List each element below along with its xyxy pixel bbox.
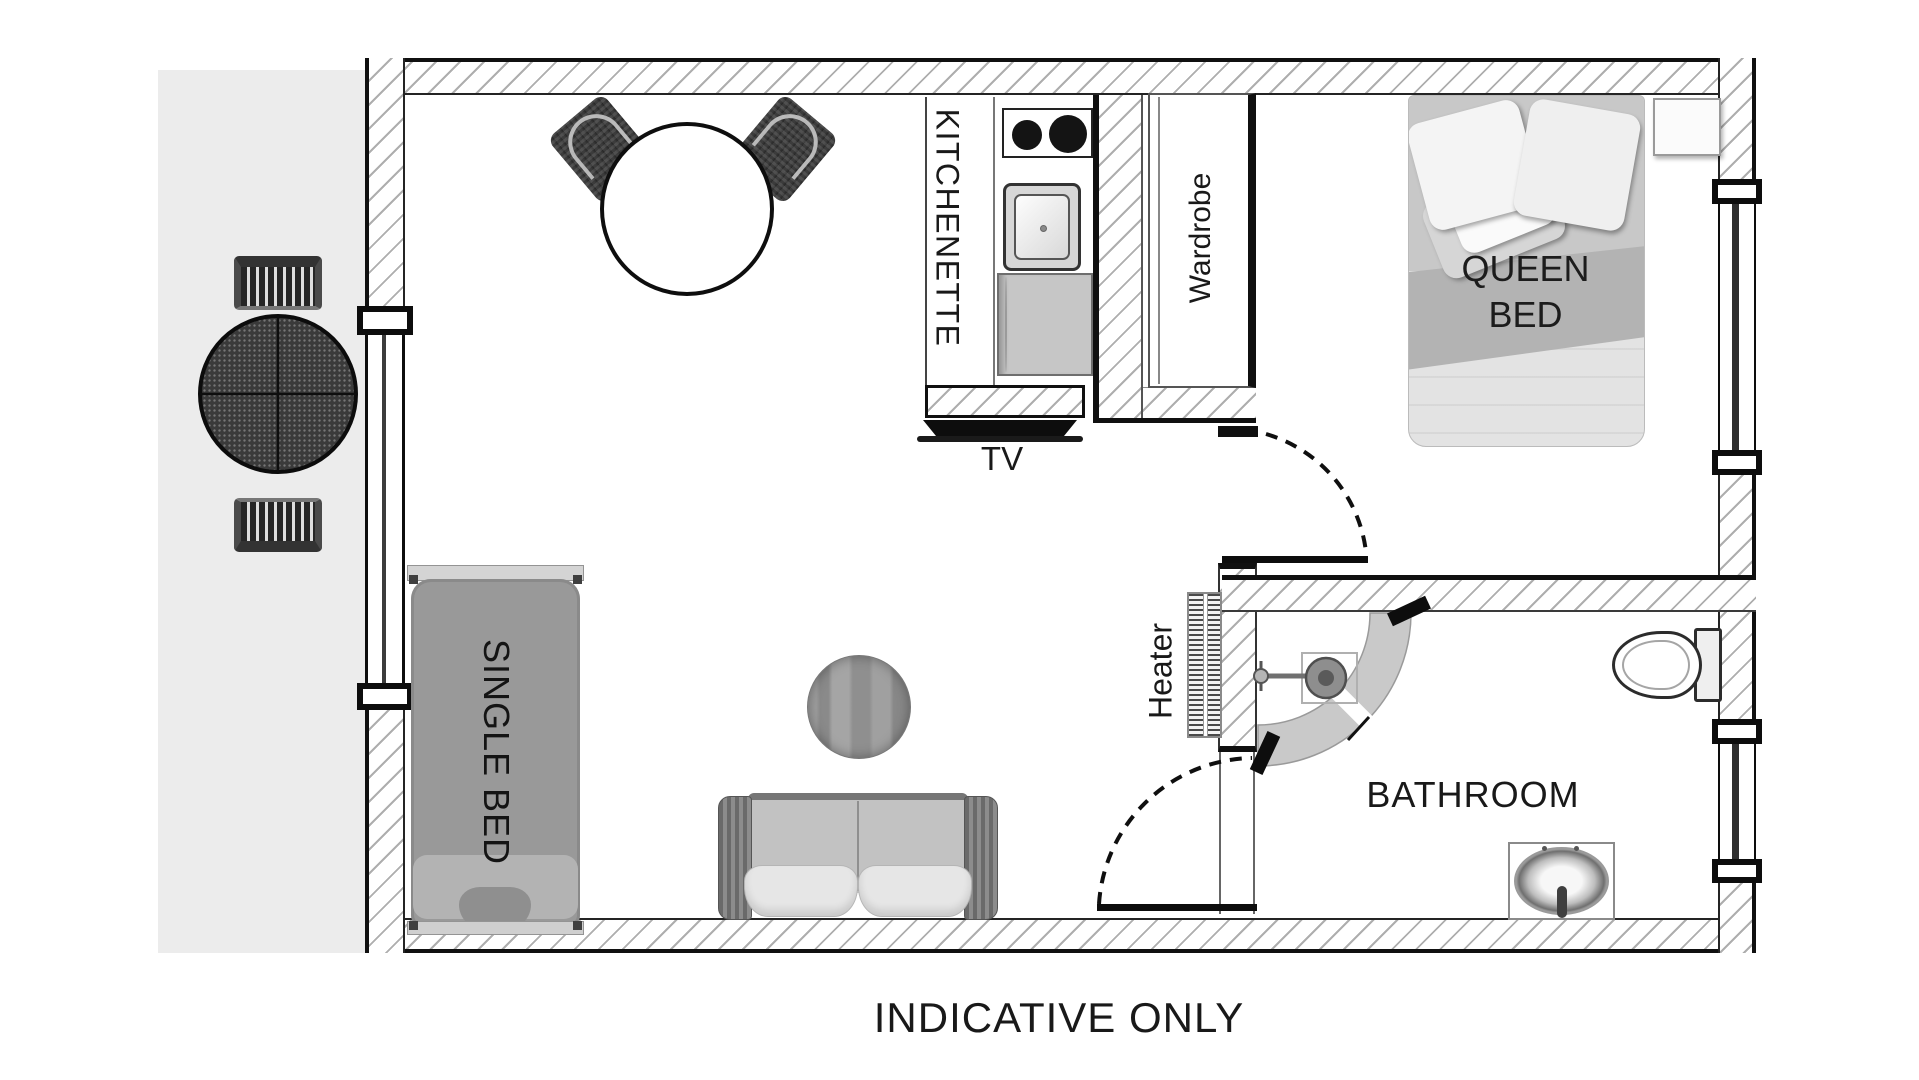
wall-left-lower: [365, 707, 405, 953]
tap-icon: [1574, 846, 1579, 851]
dining-table-icon: [600, 122, 774, 296]
sofa-icon: [718, 793, 998, 920]
wall-bottom: [365, 918, 1756, 953]
queen-bed: QUEEN BED: [1408, 95, 1645, 447]
toilet-bowl-rim: [1622, 640, 1690, 690]
queen-bed-label: QUEEN BED: [1461, 248, 1590, 336]
bed-post: [409, 575, 418, 584]
bedroom-door-arc: [1265, 432, 1368, 553]
heater-icon: [1187, 592, 1222, 738]
bathroom-label: BATHROOM: [1366, 774, 1580, 815]
outdoor-table-icon: [198, 314, 358, 474]
sofa-divider: [857, 801, 859, 891]
single-bed: SINGLE BED: [407, 565, 584, 938]
burner-icon: [1012, 120, 1042, 150]
wall-left-upper: [365, 58, 405, 308]
tv-label: TV: [980, 440, 1024, 477]
single-bed-label: SINGLE BED: [475, 638, 517, 865]
window-bathroom: [1718, 744, 1756, 861]
side-table-icon: [807, 655, 911, 759]
shower-head-icon: [1304, 656, 1348, 700]
sink-basin: [1014, 194, 1070, 260]
bathroom-door-leaf: [1097, 904, 1257, 911]
window-left: [365, 333, 405, 685]
tap-icon: [1542, 846, 1547, 851]
doorway-line: [1253, 752, 1255, 914]
footer-note: INDICATIVE ONLY: [873, 994, 1245, 1041]
stove-icon: [1002, 108, 1093, 158]
window-frame-icon: [1712, 719, 1762, 744]
burner-icon: [1049, 115, 1087, 153]
wall-top: [365, 58, 1756, 95]
heater-label: Heater: [1142, 622, 1179, 720]
heater-grille-divider: [1203, 594, 1208, 736]
shower-screen: [1257, 612, 1412, 767]
window-bedroom: [1718, 203, 1756, 451]
toilet-icon: [1612, 631, 1702, 699]
wardrobe-label: Wardrobe: [1184, 172, 1217, 304]
window-frame-icon: [357, 683, 413, 710]
kitchen-sink-icon: [1003, 183, 1081, 271]
bedroom-door-leaf: [1222, 556, 1368, 563]
shower-tray: [1301, 652, 1358, 704]
wardrobe-back-line: [1158, 97, 1160, 384]
wardrobe: [1148, 93, 1256, 388]
window-frame-icon: [1712, 179, 1762, 204]
kitchenette-counter-edge: [993, 97, 995, 385]
wall-right-lower: [1718, 882, 1756, 953]
kitchenette-partition: [925, 97, 927, 385]
shower-head-center: [1318, 670, 1334, 686]
faucet-icon: [1557, 886, 1567, 918]
sink-drain: [1040, 225, 1047, 232]
outdoor-chair-icon: [234, 498, 322, 552]
window-frame-icon: [357, 306, 413, 335]
tv-icon: [923, 420, 1077, 436]
sofa-cushion: [858, 865, 972, 917]
kitchenette-side-wall: [1093, 95, 1143, 418]
kitchenette-label: KITCHENETTE: [929, 108, 966, 348]
fridge-door-seam: [1005, 277, 1007, 372]
tv-stub-wall: [925, 385, 1085, 418]
bathroom-sink-icon: [1508, 842, 1615, 920]
bed-post: [573, 575, 582, 584]
wall-right-upper: [1718, 58, 1756, 180]
outdoor-chair-icon: [234, 256, 322, 310]
wall-under-wardrobe: [1143, 387, 1256, 423]
pillow-icon: [1511, 97, 1643, 233]
sofa-armrest: [964, 796, 998, 920]
sofa-cushion: [744, 865, 858, 917]
bedroom-bathroom-wall: [1222, 575, 1756, 612]
shower-door-tick: [1346, 715, 1371, 742]
bed-post: [573, 921, 582, 930]
bed-post: [409, 921, 418, 930]
shower-door-gap: [1326, 681, 1376, 731]
window-frame-icon: [1712, 450, 1762, 475]
nightstand-icon: [1653, 98, 1721, 156]
bathroom-door-arc: [1097, 756, 1253, 905]
sofa-armrest: [718, 796, 752, 920]
doorway-line: [1219, 752, 1221, 914]
fridge-icon: [997, 273, 1093, 376]
bedroom-door-jamb: [1218, 426, 1258, 437]
window-frame-icon: [1712, 859, 1762, 883]
bed-base: [407, 921, 584, 935]
